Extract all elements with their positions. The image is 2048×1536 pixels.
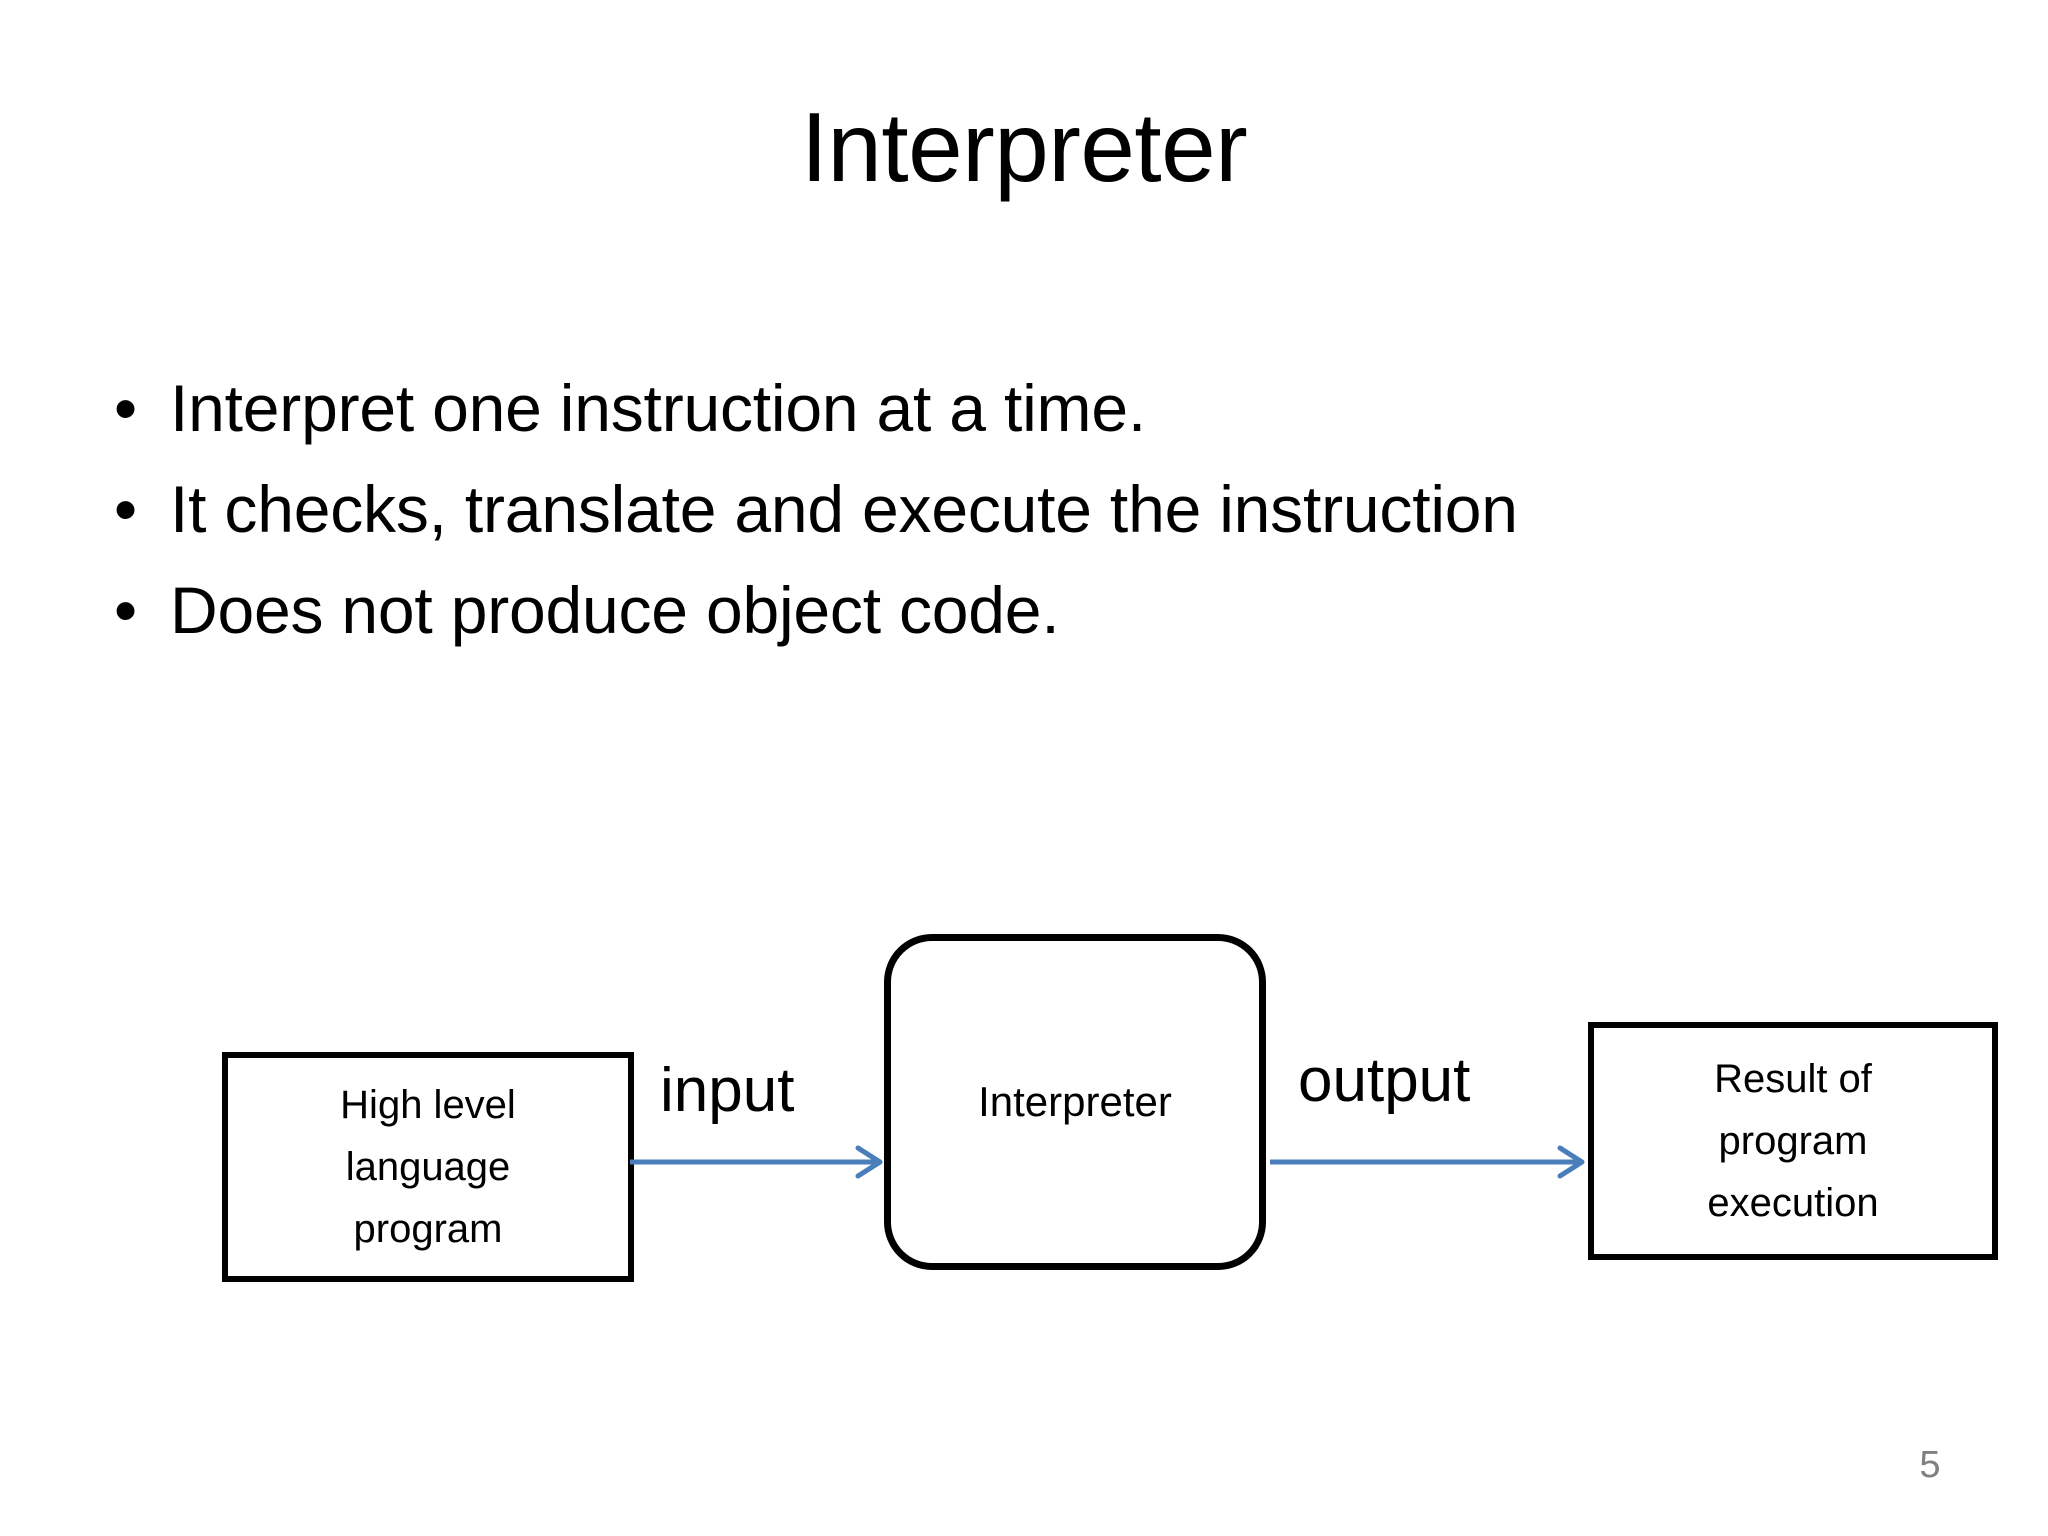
node-label-line: program: [353, 1207, 503, 1251]
bullet-text: Interpret one instruction at a time.: [170, 371, 1146, 445]
page-number: 5: [1919, 1444, 1941, 1486]
node-label-line: program: [1718, 1119, 1868, 1163]
node-label-block: High level language program: [340, 1074, 516, 1260]
node-label-line: Interpreter: [978, 1078, 1172, 1125]
node-label-line: language: [345, 1145, 511, 1189]
node-label-block: Interpreter: [978, 1076, 1172, 1128]
node-label-line: Result of: [1714, 1057, 1872, 1101]
bullet-dot-icon: •: [114, 472, 138, 546]
list-item: • It checks, translate and execute the i…: [108, 473, 1968, 545]
diagram-node-result: Result of program execution: [1588, 1022, 1998, 1260]
node-label-line: execution: [1707, 1181, 1879, 1225]
bullet-list: • Interpret one instruction at a time. •…: [108, 372, 1968, 675]
diagram-node-source: High level language program: [222, 1052, 634, 1282]
list-item: • Interpret one instruction at a time.: [108, 372, 1968, 444]
page-title: Interpreter: [800, 92, 1248, 202]
bullet-dot-icon: •: [114, 371, 138, 445]
bullet-dot-icon: •: [114, 573, 138, 647]
list-item: • Does not produce object code.: [108, 574, 1968, 646]
node-label-block: Result of program execution: [1707, 1048, 1878, 1234]
diagram-node-processor: Interpreter: [884, 934, 1266, 1270]
node-label-line: High level: [340, 1083, 516, 1127]
edge-label-input: input: [660, 1056, 795, 1125]
bullet-text: Does not produce object code.: [170, 573, 1060, 647]
bullet-text: It checks, translate and execute the ins…: [170, 472, 1518, 546]
arrow-output-icon: [1270, 1145, 1585, 1179]
arrow-input-icon: [630, 1145, 883, 1179]
edge-label-output: output: [1298, 1046, 1471, 1115]
